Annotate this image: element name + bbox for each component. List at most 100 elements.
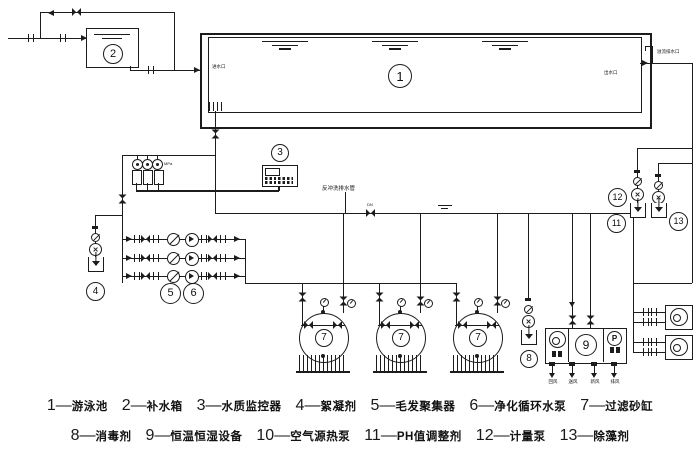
union-icon (153, 254, 159, 262)
legend-label: 水质监控器 (221, 401, 282, 413)
tank-stand-icon (299, 355, 347, 371)
pipe-segment (640, 63, 692, 65)
filter-internal-pipe (455, 325, 499, 327)
pressure-gauge-icon (424, 299, 433, 308)
union-icon (60, 34, 66, 42)
pipe-joint (398, 310, 402, 314)
legend-item: 4—絮凝剂 (296, 397, 357, 415)
air-port-stub (572, 366, 574, 373)
unit-divider (568, 328, 570, 362)
valve-icon (453, 293, 461, 302)
component-number-12: 12 (608, 188, 627, 207)
component-number-2: 2 (103, 44, 123, 64)
flow-arrow-icon (81, 35, 87, 41)
legend-num: 4 (295, 397, 305, 414)
water-line (499, 48, 511, 50)
legend-num: 2 (121, 397, 131, 414)
signal-line (147, 183, 149, 190)
legend-item: 13—除藻剂 (560, 427, 630, 445)
flange-icon (634, 170, 640, 173)
pipe-segment (633, 312, 665, 314)
filter-outlet-pipe (343, 213, 345, 313)
water-line (372, 41, 418, 43)
union-icon (643, 308, 649, 316)
valve-icon (458, 321, 467, 329)
legend-item: 6—净化循环水泵 (469, 397, 566, 415)
flow-arrow-icon (48, 10, 54, 16)
overflow-pipe (652, 46, 654, 63)
valve-icon (587, 316, 595, 325)
pipe-segment (633, 213, 635, 352)
check-valve-icon (633, 177, 642, 186)
pipe-segment (122, 155, 124, 283)
pressure-gauge-icon (320, 298, 329, 307)
legend-num: 11 (364, 427, 381, 444)
valve-icon (208, 272, 217, 280)
signal-cable (136, 190, 279, 192)
flow-arrow-icon (569, 302, 575, 307)
pipe-segment (637, 148, 692, 150)
flow-arrow-icon (234, 255, 240, 261)
union-icon (651, 338, 657, 346)
legend-num: 1 (46, 397, 56, 414)
legend-label: 絮凝剂 (320, 401, 357, 413)
signal-line (278, 186, 280, 191)
compressor-icon (670, 338, 688, 356)
pipe-segment (633, 322, 665, 324)
check-valve-icon (654, 181, 663, 190)
pipe-segment (174, 12, 176, 71)
water-line (94, 34, 130, 36)
butterfly-valve-icon (212, 130, 220, 139)
circulation-pump-icon (185, 233, 199, 247)
stand-base (373, 371, 427, 373)
valve-icon (410, 321, 419, 329)
water-line (279, 48, 291, 50)
valve-icon (72, 8, 81, 16)
pressure-gauge-icon (474, 298, 483, 307)
flow-arrow-icon (234, 236, 240, 242)
union-icon (643, 318, 649, 326)
monitor-screen (265, 168, 280, 176)
union-icon (220, 235, 226, 243)
filter-inlet-pipe (456, 283, 458, 325)
union-icon (201, 272, 207, 280)
air-port-stub (552, 366, 554, 373)
pipe-segment (633, 283, 692, 285)
legend-label: 毛发聚集器 (395, 401, 456, 413)
flow-arrow-icon (126, 236, 132, 242)
air-port-label: 送风 (568, 379, 578, 384)
pump-line (122, 258, 245, 260)
down-arrow-icon (611, 373, 617, 378)
pipe-segment (130, 70, 200, 72)
flow-arrow-icon (126, 273, 132, 279)
stand-base (296, 371, 350, 373)
filter-internal-pipe (301, 325, 345, 327)
label-mark (558, 351, 562, 357)
filter-inlet-pipe (379, 283, 381, 325)
legend-dash: — (130, 397, 147, 414)
valve-icon (487, 321, 496, 329)
legend-dash: — (79, 427, 96, 444)
legend-label: 过滤砂缸 (605, 401, 654, 413)
overflow-label: 溢流排水口 (657, 49, 680, 54)
legend-label: 游泳池 (71, 401, 108, 413)
chemical-tank-icon (88, 257, 104, 272)
flow-arrow-icon (194, 67, 200, 73)
pressure-gauge-icon (397, 298, 406, 307)
pipe-segment (8, 38, 86, 40)
union-icon (28, 34, 34, 42)
tank-stand-icon (376, 355, 424, 371)
sensor-stub (137, 155, 139, 160)
valve-size-label: DN (367, 202, 373, 207)
flange-icon (525, 298, 531, 301)
legend-item: 2—补水箱 (122, 397, 183, 415)
legend-dash: — (55, 397, 72, 414)
pipe-segment (658, 163, 692, 165)
label-mark (552, 351, 556, 357)
pipe-joint (475, 310, 479, 314)
label-mark (616, 347, 620, 353)
drain-pipe (215, 111, 217, 213)
air-port-stub (614, 366, 616, 373)
pipe-segment (130, 66, 132, 71)
legend-item: 8—消毒剂 (71, 427, 132, 445)
